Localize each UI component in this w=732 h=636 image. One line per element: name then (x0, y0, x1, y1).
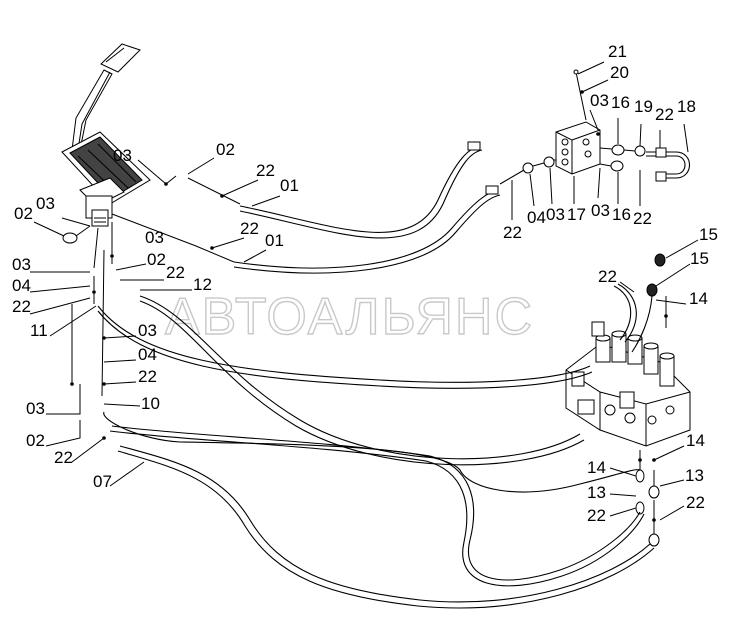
part-label-l04a: 04 (527, 208, 546, 227)
part-label-l22d: 22 (633, 209, 652, 228)
part-label-l04b: 04 (12, 276, 31, 295)
part-label-l03b: 03 (113, 146, 132, 165)
part-label-l14c: 14 (587, 458, 606, 477)
part-label-l03g: 03 (12, 255, 31, 274)
part-label-l01b: 01 (265, 231, 284, 250)
part-label-l17: 17 (567, 205, 586, 224)
part-label-l03e: 03 (591, 201, 610, 220)
part-label-l16a: 16 (611, 93, 630, 112)
part-label-l22c: 22 (503, 223, 522, 242)
part-label-l22j: 22 (54, 448, 73, 467)
part-label-l13b: 13 (587, 483, 606, 502)
foot-pedal-assembly (61, 43, 151, 244)
part-label-l04c: 04 (138, 345, 157, 364)
part-label-l18: 18 (677, 97, 696, 116)
part-label-l03i: 03 (26, 399, 45, 418)
part-label-l15a: 15 (699, 225, 718, 244)
part-label-l19: 19 (634, 97, 653, 116)
watermark-text: АВТОАЛЬЯНС (165, 288, 534, 346)
main-control-valve (565, 253, 691, 547)
part-label-l10: 10 (141, 394, 160, 413)
part-label-l02d: 02 (26, 431, 45, 450)
part-label-l22i: 22 (138, 367, 157, 386)
part-label-l11: 11 (30, 321, 48, 340)
part-label-l03a: 03 (590, 91, 609, 110)
part-label-l02a: 02 (216, 140, 235, 159)
part-label-l02b: 02 (14, 204, 33, 223)
part-label-l13a: 13 (685, 466, 704, 485)
part-label-l22g: 22 (598, 267, 617, 286)
part-label-l14b: 14 (686, 431, 705, 450)
part-label-l22e: 22 (240, 219, 259, 238)
part-label-l21: 21 (608, 42, 627, 61)
part-label-l22h: 22 (12, 297, 31, 316)
part-label-l14a: 14 (689, 289, 708, 308)
pilot-valve-block (522, 69, 691, 182)
part-label-l12: 12 (193, 275, 212, 294)
part-label-l03c: 03 (36, 194, 55, 213)
part-label-l07: 07 (93, 472, 112, 491)
part-label-l22a: 22 (655, 105, 674, 124)
part-label-l22l: 22 (587, 506, 606, 525)
part-label-l22k: 22 (686, 493, 705, 512)
part-label-l03h: 03 (138, 321, 157, 340)
hoses (97, 141, 655, 609)
part-label-l22f: 22 (166, 263, 185, 282)
fitting-dots (70, 90, 668, 522)
part-label-l02c: 02 (147, 250, 166, 269)
part-label-l15b: 15 (690, 249, 709, 268)
part-label-l03d: 03 (546, 205, 565, 224)
part-label-l20: 20 (610, 63, 629, 82)
part-label-l01a: 01 (280, 176, 299, 195)
part-label-l03f: 03 (145, 228, 164, 247)
part-label-l16b: 16 (612, 205, 631, 224)
part-label-l22b: 22 (256, 161, 275, 180)
